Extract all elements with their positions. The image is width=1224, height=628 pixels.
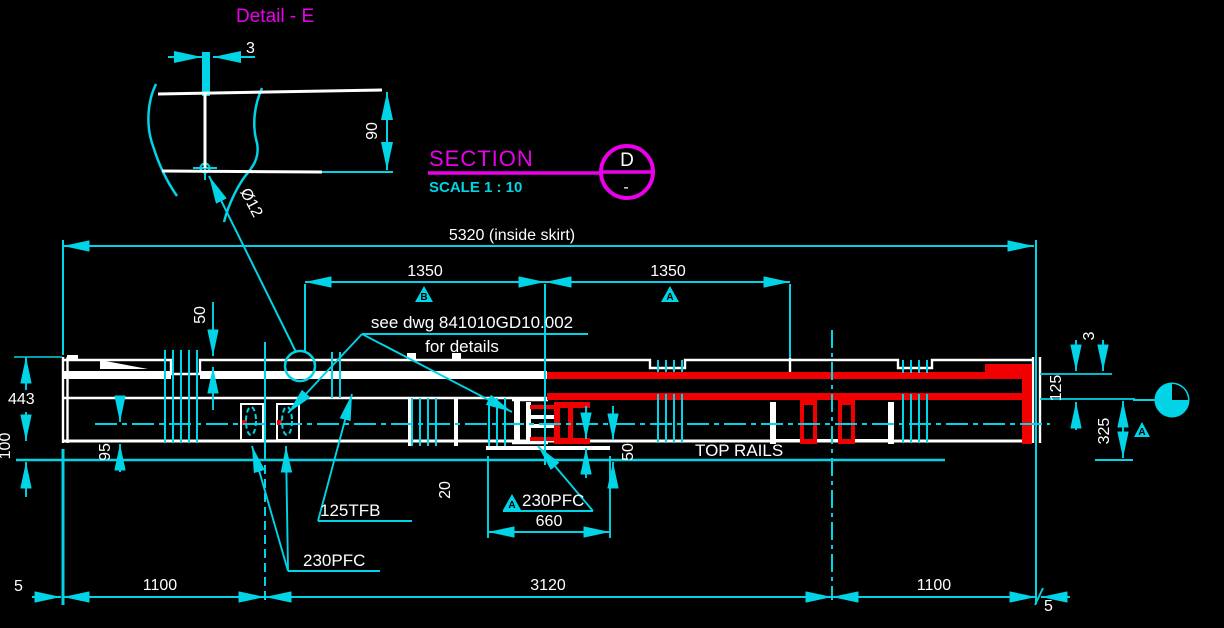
- dim-span-right: 1100: [917, 577, 952, 594]
- detail-pin-fill: [202, 52, 210, 96]
- flag-triangle-bay-left: [415, 286, 433, 302]
- dim-rail-height: 125: [1048, 375, 1065, 402]
- dim-rail-toprail: 325: [1096, 418, 1113, 445]
- stud-group-1: [164, 350, 198, 443]
- detail-dim-height: 90: [364, 122, 381, 140]
- flag-bay-left: B: [420, 292, 427, 303]
- dim-span-left: 1100: [143, 577, 178, 594]
- main-elevation-fills: [63, 353, 894, 450]
- pfc-label-center: 230PFC: [522, 491, 584, 510]
- dim-edge-left: 5: [14, 578, 23, 595]
- detail-hole-dim: Ø12: [236, 186, 265, 221]
- pfc-label-left: 230PFC: [303, 551, 365, 570]
- dim-web-bottom: 95: [97, 443, 114, 461]
- detail-callout-circle: [283, 349, 317, 383]
- top-rails-label: TOP RAILS: [695, 441, 783, 460]
- flag-triangle-rail-right: [1134, 422, 1150, 437]
- section-title: SECTION: [429, 146, 534, 171]
- flag-pfc-center: A: [508, 500, 515, 511]
- annotation-text: see dwg 841010GD10.002 for details TOP R…: [303, 313, 783, 570]
- dim-plate-offset: 20: [437, 481, 454, 499]
- dimension-text: 5320 (inside skirt) 1350 1350 50 95 443 …: [0, 227, 1113, 615]
- position-target-icon: [1154, 382, 1190, 418]
- stud-group-3: [411, 398, 437, 446]
- flag-rail-right: A: [1138, 427, 1145, 438]
- dim-overall-height: 443: [8, 391, 35, 408]
- section-bubble-letter: D: [620, 150, 634, 171]
- dim-rail-clearance: 50: [620, 443, 637, 461]
- stud-group-5: [657, 360, 683, 443]
- detail-dim-width: 3: [246, 40, 255, 57]
- flag-triangle-bay-right: [661, 286, 679, 302]
- section-bubble-sub: -: [623, 179, 628, 196]
- detail-title: Detail - E: [236, 6, 314, 27]
- dim-plate-length: 660: [536, 513, 563, 530]
- section-header: SECTION D - SCALE 1 : 10: [428, 144, 655, 200]
- highlighted-rail-geometry: [242, 364, 1032, 444]
- stud-group-6: [902, 360, 928, 443]
- stud-group-2: [331, 352, 341, 398]
- construction-lines: [14, 240, 1157, 605]
- dim-overall: 5320 (inside skirt): [449, 227, 575, 244]
- detail-e-view: Detail - E 3 90 Ø12: [147, 6, 393, 353]
- ref-note-line2: for details: [425, 337, 499, 356]
- dim-bay-left: 1350: [407, 263, 443, 280]
- flag-triangle-pfc-center: [503, 494, 521, 510]
- dimension-lines: [20, 240, 1129, 606]
- flag-bay-right: A: [666, 292, 673, 303]
- section-scale: SCALE 1 : 10: [429, 179, 522, 196]
- dim-span-mid: 3120: [530, 577, 566, 594]
- dim-base-height: 100: [0, 433, 14, 460]
- ref-note-line1: see dwg 841010GD10.002: [371, 313, 573, 332]
- dim-bay-right: 1350: [650, 263, 686, 280]
- dim-edge-right: 5: [1044, 598, 1053, 615]
- dim-rail-gap: 3: [1081, 331, 1098, 340]
- tfb-label: 125TFB: [320, 501, 380, 520]
- datum-flags: B A A A: [415, 286, 1150, 511]
- dim-skirt-notch: 50: [192, 306, 209, 324]
